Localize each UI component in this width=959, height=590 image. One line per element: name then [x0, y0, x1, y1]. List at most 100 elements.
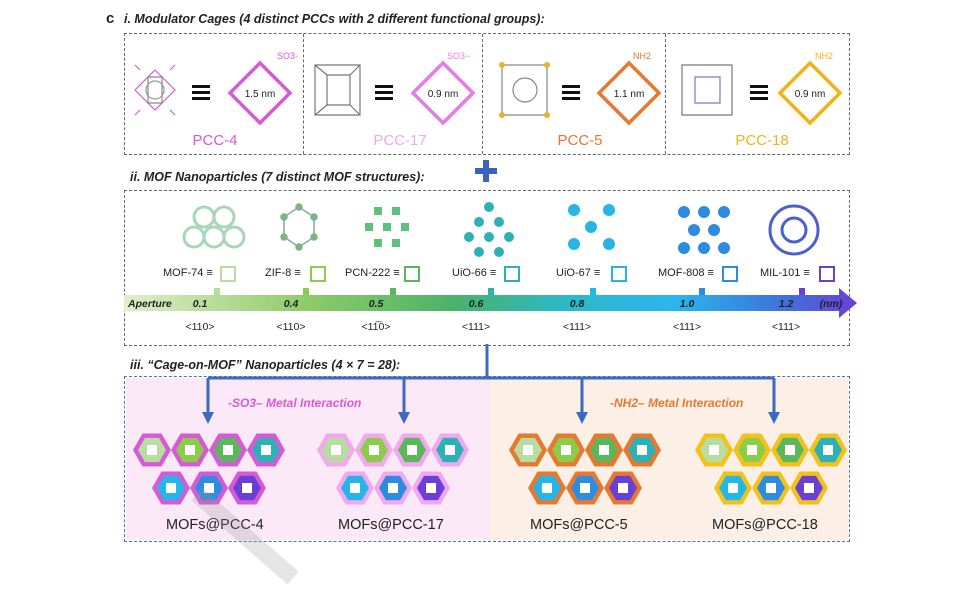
mof-square-marker — [542, 483, 552, 493]
so3-interaction-label: -SO3– Metal Interaction — [228, 396, 362, 410]
aperture-unit: (nm) — [819, 298, 843, 310]
cage-pcc-17: 0.9 nm SO3− — [314, 51, 476, 126]
mof-square-marker — [350, 483, 360, 493]
aperture-value: 0.4 — [283, 298, 299, 310]
mof-square-marker — [823, 445, 833, 455]
plus-icon — [475, 160, 497, 182]
mof-square-marker — [766, 483, 776, 493]
equiv-symbol — [375, 85, 393, 100]
mof-square-icon — [404, 266, 420, 282]
equiv-symbol — [750, 85, 768, 100]
mof-square-icon — [310, 266, 326, 282]
section-i-title: i. Modulator Cages (4 distinct PCCs with… — [124, 12, 545, 26]
diamond-icon: 0.9 nm — [777, 60, 843, 126]
mof-square-marker — [242, 483, 252, 493]
pcn-222-structure — [365, 207, 409, 247]
mof-square-marker — [426, 483, 436, 493]
mof-label-4: UiO-67 ≡ — [556, 267, 601, 279]
mof-square-marker — [369, 445, 379, 455]
cage-name: PCC-5 — [557, 132, 603, 149]
functional-group: NH2 — [633, 51, 651, 61]
aperture-value: 0.1 — [192, 298, 208, 310]
cage-pcc-4: 1.5 nm SO3− — [134, 51, 298, 126]
mof-square-marker — [388, 483, 398, 493]
mof-square-icon — [722, 266, 738, 282]
diamond-icon: 0.9 nm — [410, 60, 476, 126]
cage-name: PCC-18 — [735, 132, 789, 149]
mof-square-marker — [709, 445, 719, 455]
functional-group: SO3− — [277, 51, 298, 61]
mof-square-marker — [261, 445, 271, 455]
aperture-label: Aperture — [128, 298, 172, 310]
mof-square-icon — [504, 266, 520, 282]
facet-label: <110> — [185, 321, 215, 333]
mof-label-2: PCN-222 ≡ — [345, 267, 400, 279]
aperture-value: 0.8 — [569, 298, 585, 310]
mof-square-marker — [785, 445, 795, 455]
mof-square-marker — [580, 483, 590, 493]
functional-group: SO3− — [447, 51, 470, 61]
aperture-value: 1.2 — [778, 298, 794, 310]
cage-structure-icon — [681, 64, 733, 116]
mof-square-marker — [804, 483, 814, 493]
diamond-icon: 1.1 nm — [596, 60, 662, 126]
cage-size: 0.9 nm — [428, 89, 459, 100]
cage-structure-icon — [134, 64, 176, 116]
facet-label: <110> — [276, 321, 306, 333]
mof-square-marker — [523, 445, 533, 455]
mof-label-1: ZIF-8 ≡ — [265, 267, 301, 279]
aperture-value: 0.5 — [368, 298, 384, 310]
section-iii-title: iii. “Cage-on-MOF” Nanoparticles (4 × 7 … — [130, 358, 401, 372]
mil-101-structure — [768, 204, 820, 256]
group-label: MOFs@PCC-5 — [530, 517, 628, 533]
aperture-arrow — [124, 288, 857, 318]
aperture-value: 1.0 — [679, 298, 695, 310]
mof-label-6: MIL-101 ≡ — [760, 267, 810, 279]
aperture-value: 0.6 — [468, 298, 484, 310]
mof-square-marker — [599, 445, 609, 455]
cage-structure-icon — [314, 64, 361, 116]
uio-66-structure — [464, 202, 514, 257]
watermark-logo — [191, 487, 299, 585]
group-label: MOFs@PCC-4 — [166, 517, 264, 533]
mof-label-5: MOF-808 ≡ — [658, 267, 714, 279]
mof-structures — [182, 202, 820, 257]
modulator-cages-box — [124, 33, 850, 155]
facet-label: <111> — [672, 321, 702, 333]
hexagon-groups — [133, 433, 847, 505]
mof-square-marker — [747, 445, 757, 455]
zif-8-structure — [280, 203, 318, 251]
cage-pcc-18: 0.9 nm NH2 — [681, 51, 843, 126]
mof-square-marker — [223, 445, 233, 455]
mof-square-marker — [204, 483, 214, 493]
cage-size: 0.9 nm — [795, 89, 826, 100]
cage-structure-icon — [501, 64, 548, 116]
mof-label-3: UiO-66 ≡ — [452, 267, 497, 279]
mof-square-marker — [728, 483, 738, 493]
diamond-icon: 1.5 nm — [227, 60, 293, 126]
facet-label: <11̅0> — [361, 321, 391, 333]
cage-name: PCC-4 — [192, 132, 238, 149]
equiv-symbol — [192, 85, 210, 100]
mof-label-0: MOF-74 ≡ — [163, 267, 213, 279]
mof-square-marker — [637, 445, 647, 455]
mof-square-marker — [561, 445, 571, 455]
section-ii-title: ii. MOF Nanoparticles (7 distinct MOF st… — [130, 170, 425, 184]
facet-label: <111> — [562, 321, 592, 333]
functional-group: NH2 — [815, 51, 833, 61]
nh2-interaction-label: -NH2– Metal Interaction — [610, 396, 744, 410]
mof-square-marker — [445, 445, 455, 455]
facet-label: <111> — [771, 321, 801, 333]
connector-arrows — [202, 344, 780, 424]
mof-square-marker — [166, 483, 176, 493]
equiv-symbol — [562, 85, 580, 100]
mof-square-marker — [407, 445, 417, 455]
cage-pcc-5: 1.1 nm NH2 — [499, 51, 662, 126]
panel-letter: c — [106, 10, 115, 27]
mof-808-structure — [678, 206, 730, 254]
group-label: MOFs@PCC-17 — [338, 517, 444, 533]
mof-square-icon — [819, 266, 835, 282]
mof-square-marker — [185, 445, 195, 455]
mof-square-icon — [220, 266, 236, 282]
mof-square-marker — [147, 445, 157, 455]
